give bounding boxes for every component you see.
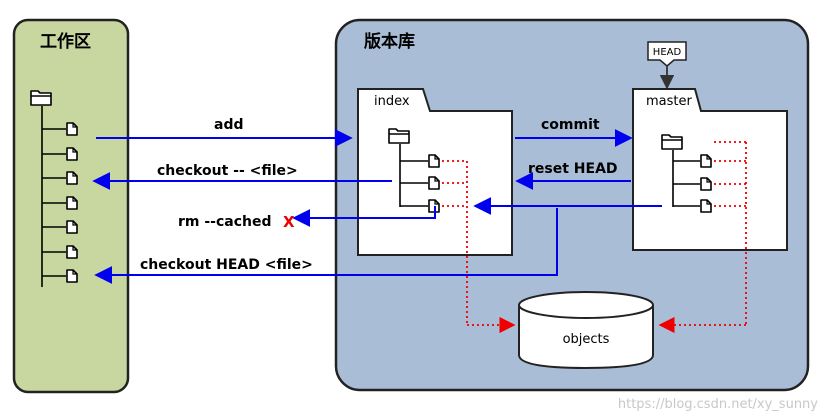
checkout-file-arrow: checkout -- <file> <box>92 163 392 190</box>
file-icon <box>700 154 712 168</box>
rm-cached-x: X <box>283 213 295 231</box>
reset-head-arrow: reset HEAD <box>515 161 631 190</box>
checkout-file-label: checkout -- <file> <box>157 163 298 179</box>
reset-head-label: reset HEAD <box>528 161 618 177</box>
watermark: https://blog.csdn.net/xy_sunny <box>618 397 818 412</box>
file-icon <box>700 199 712 213</box>
objects-label: objects <box>563 332 610 347</box>
master-label: master <box>646 94 692 109</box>
repository-title: 版本库 <box>364 31 415 52</box>
file-icon <box>66 220 78 234</box>
objects-store: objects <box>518 291 654 370</box>
index-folder-icon <box>388 128 410 144</box>
file-icon <box>66 245 78 259</box>
workspace-folder-icon <box>30 90 52 106</box>
checkout-head-file-arrow: checkout HEAD <file> <box>94 208 558 284</box>
file-icon <box>428 154 440 168</box>
file-icon <box>428 176 440 190</box>
master-box: master <box>632 88 788 251</box>
master-tree-lines <box>672 150 700 207</box>
file-icon <box>66 147 78 161</box>
checkout-head-file-label: checkout HEAD <file> <box>140 257 313 273</box>
workspace-panel: 工作区 <box>12 18 130 394</box>
file-icon <box>700 177 712 191</box>
commit-arrow: commit <box>515 117 633 147</box>
commit-label: commit <box>541 117 600 133</box>
rm-cached-arrow: rm --cached X <box>178 206 436 231</box>
index-label: index <box>374 94 410 109</box>
index-box: index <box>357 88 513 256</box>
add-label: add <box>214 117 244 133</box>
workspace-tree-lines <box>41 106 66 287</box>
master-objects-links <box>658 141 747 334</box>
index-tree-lines <box>399 144 428 207</box>
head-tag-label: HEAD <box>653 47 682 58</box>
file-icon <box>66 122 78 136</box>
file-icon <box>66 171 78 185</box>
master-folder-icon <box>661 134 683 150</box>
workspace-title: 工作区 <box>40 31 91 52</box>
file-icon <box>66 269 78 283</box>
head-pointer: HEAD <box>647 41 687 90</box>
add-arrow: add <box>96 117 353 147</box>
file-icon <box>66 196 78 210</box>
rm-cached-label: rm --cached <box>178 214 272 230</box>
